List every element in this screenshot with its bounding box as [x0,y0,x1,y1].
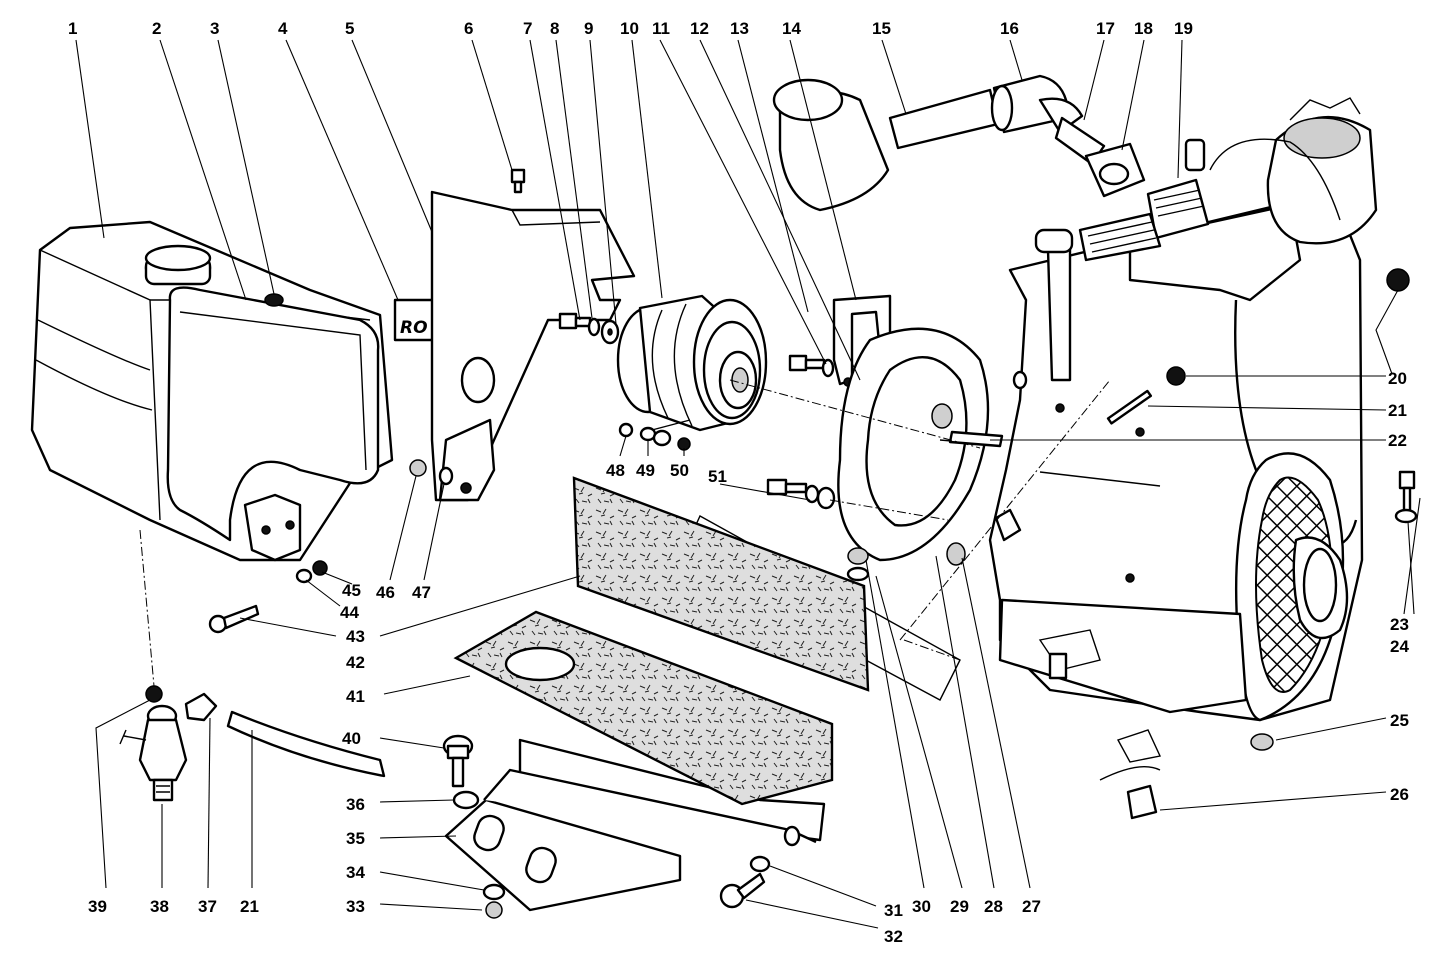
callout-42: 42 [346,653,365,672]
callout-10: 10 [620,19,639,38]
callout-47: 47 [412,583,431,602]
bolt-washers-7-9 [558,312,620,345]
decal-text: RO [400,318,428,338]
callout-16: 16 [1000,19,1019,38]
callout-8: 8 [550,19,559,38]
callout-38: 38 [150,897,169,916]
callout-26: 26 [1390,785,1409,804]
callout-4: 4 [278,19,288,38]
callout-3: 3 [210,19,219,38]
callout-50: 50 [670,461,689,480]
callout-31: 31 [884,901,903,920]
rubber-pad-41 [453,610,834,806]
bolt-43 [208,604,260,634]
callout-2: 2 [152,19,161,38]
base-plates [444,515,961,912]
callout-24: 24 [1390,637,1409,656]
callout-49: 49 [636,461,655,480]
callout-39: 39 [88,897,107,916]
bolt-40 [442,734,480,810]
nut-44-45 [295,560,328,584]
nut-30 [846,547,870,582]
callout-35: 35 [346,829,365,848]
callout-5: 5 [345,19,354,38]
callout-18: 18 [1134,19,1153,38]
callout-48: 48 [606,461,625,480]
callout-1: 1 [68,19,77,38]
callout-9: 9 [584,19,593,38]
callout-23: 23 [1390,615,1409,634]
nut-25 [1250,733,1274,751]
exhaust-pipe [772,74,1146,212]
callout-40: 40 [342,729,361,748]
bolt-31-32 [719,855,771,909]
nut-washers-48-50 [618,419,691,451]
callout-27: 27 [1022,897,1041,916]
callout-29: 29 [950,897,969,916]
nut-33-34 [482,883,506,919]
callout-13: 13 [730,19,749,38]
callout-15: 15 [872,19,891,38]
fuel-tank [30,220,394,562]
callout-12: 12 [690,19,709,38]
callout-37: 37 [198,897,217,916]
mounting-plate [430,190,636,502]
bolt-51 [766,478,836,510]
bolt-23-24 [1394,470,1418,524]
clip-26 [1099,729,1162,820]
callout-41: 41 [346,687,365,706]
callout-43: 43 [346,627,365,646]
callout-14: 14 [782,19,801,38]
callout-34: 34 [346,863,365,882]
callout-46: 46 [376,583,395,602]
shaft-keys [948,389,1153,448]
callout-11: 11 [652,19,670,38]
callout-20: 20 [1388,369,1407,388]
callout-25: 25 [1390,711,1409,730]
engine-block [939,97,1410,722]
callout-19: 19 [1174,19,1193,38]
bolt-6 [510,168,526,194]
callout-28: 28 [984,897,1003,916]
decal: RO [393,298,442,342]
callout-17: 17 [1096,19,1115,38]
rubber-pad-42 [572,476,870,692]
callout-22: 22 [1388,431,1407,450]
adapter-flange [837,327,990,566]
callout-21-bottom: 21 [240,897,259,916]
fuel-valve [119,685,386,802]
callout-33: 33 [346,897,365,916]
callout-30: 30 [912,897,931,916]
callout-51: 51 [708,467,727,486]
callout-36: 36 [346,795,365,814]
callout-7: 7 [523,19,532,38]
callout-45: 45 [342,581,361,600]
callout-32: 32 [884,927,903,946]
callout-6: 6 [464,19,473,38]
v-pulley [616,294,768,432]
callout-44: 44 [340,603,359,622]
callout-numbers: 1 2 3 4 5 6 7 8 9 10 11 12 13 14 15 16 1… [68,19,1409,946]
leader-lines [75,39,1421,929]
bolt-46-47 [409,459,454,486]
callout-21-right: 21 [1388,401,1407,420]
